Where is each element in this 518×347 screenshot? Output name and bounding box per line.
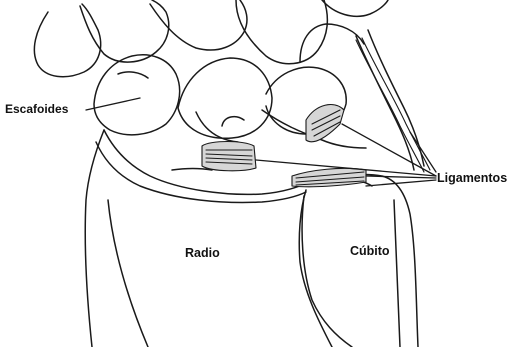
scaphoid-bone	[94, 55, 180, 135]
leader-ligament-3	[366, 176, 436, 178]
ligaments	[202, 38, 430, 187]
label-escafoides: Escafoides	[5, 103, 68, 115]
leader-lines	[86, 98, 436, 186]
label-radio: Radio	[185, 247, 220, 260]
carpal-bones-top	[34, 0, 388, 77]
lunate-bone	[178, 58, 272, 138]
ulna-bone	[302, 30, 424, 347]
label-ligamentos: Ligamentos	[437, 172, 507, 185]
label-cubito: Cúbito	[350, 245, 390, 258]
leader-ligament-4	[366, 180, 436, 186]
